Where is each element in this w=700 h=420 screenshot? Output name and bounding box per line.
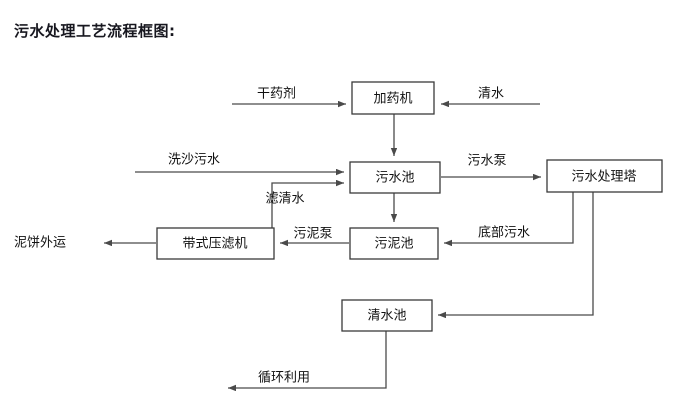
edge-label-filtrate: 滤清水 [265, 192, 304, 207]
edge-filtrate-to-sewage-pool [271, 179, 344, 228]
node-dosing-machine-label: 加药机 [373, 92, 412, 107]
node-treatment-tower-label: 污水处理塔 [571, 170, 636, 185]
node-sewage-pool-rect [349, 161, 441, 194]
node-clear-water-pool[interactable]: 清水池 [341, 299, 433, 332]
node-sewage-pool[interactable]: 污水池 [349, 161, 441, 194]
terminal-label-wash-sand-wastewater: 洗沙污水 [168, 153, 220, 168]
node-dosing-machine-rect [351, 81, 435, 115]
page-title: 污水处理工艺流程框图: [14, 22, 176, 40]
node-dosing-machine[interactable]: 加药机 [351, 81, 435, 115]
node-treatment-tower-rect [546, 159, 663, 193]
terminal-label-mud-cake-out: 泥饼外运 [14, 236, 66, 251]
node-sludge-pool-rect [349, 227, 439, 260]
edge-clear-water-pool-to-recycle [228, 331, 387, 392]
node-sludge-pool-label: 污泥池 [374, 237, 413, 252]
node-belt-filter-press-label: 带式压滤机 [182, 237, 247, 252]
node-belt-filter-press[interactable]: 带式压滤机 [156, 227, 275, 260]
edge-label-sewage-pump: 污水泵 [467, 154, 506, 169]
node-sludge-pool[interactable]: 污泥池 [349, 227, 439, 260]
terminal-label-recycle-use: 循环利用 [258, 371, 310, 386]
terminal-label-clean-water: 清水 [478, 87, 504, 102]
edge-label-bottom-sewage: 底部污水 [478, 225, 530, 241]
edge-treatment-tower-to-clear-water-pool [438, 192, 594, 319]
terminal-label-dry-chemical: 干药剂 [257, 87, 296, 102]
node-treatment-tower[interactable]: 污水处理塔 [546, 159, 663, 193]
node-clear-water-pool-rect [341, 299, 433, 332]
edge-bottom-sewage-to-sludge-pool [444, 192, 574, 247]
node-sewage-pool-label: 污水池 [375, 171, 414, 186]
edge-label-sludge-pump: 污泥泵 [293, 227, 332, 242]
node-belt-filter-press-rect [156, 227, 275, 260]
node-clear-water-pool-label: 清水池 [367, 309, 406, 324]
